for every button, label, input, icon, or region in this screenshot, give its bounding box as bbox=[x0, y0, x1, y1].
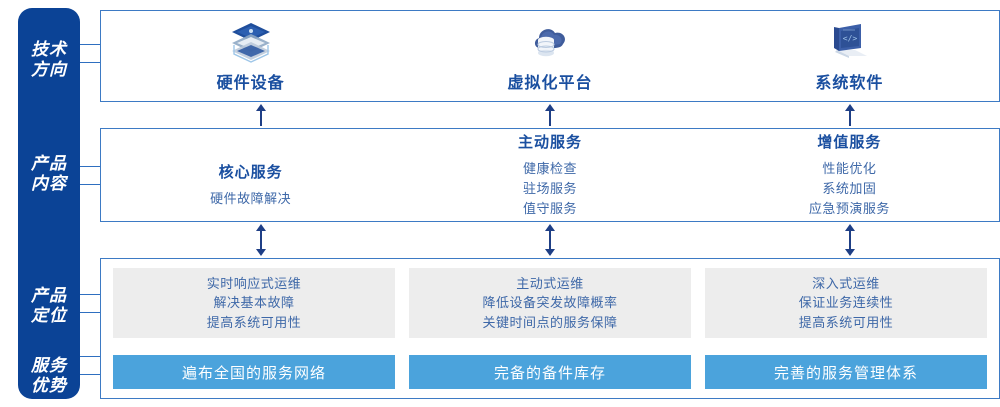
rail-item-product-position[interactable]: 产品 定位 bbox=[18, 276, 80, 336]
tech-direction-panel: 硬件设备 虚拟化平台 bbox=[100, 10, 1000, 102]
tech-column-system-software[interactable]: </> 系统软件 bbox=[700, 11, 999, 101]
position-line: 保证业务连续性 bbox=[798, 295, 894, 311]
connector-tech-top bbox=[80, 44, 100, 45]
service-title: 增值服务 bbox=[817, 133, 882, 151]
arrow-bidirectional-value-added bbox=[842, 224, 858, 256]
position-line: 主动式运维 bbox=[516, 275, 584, 291]
connector-content-top bbox=[80, 166, 100, 167]
tech-label: 系统软件 bbox=[815, 75, 884, 92]
service-line: 性能优化 bbox=[822, 160, 877, 176]
connector-content-bottom bbox=[80, 184, 100, 185]
position-box-realtime[interactable]: 实时响应式运维 解决基本故障 提高系统可用性 bbox=[113, 268, 395, 338]
arrow-up-virtualization bbox=[542, 104, 558, 126]
arrow-up-hardware bbox=[253, 104, 269, 126]
arrow-bidirectional-proactive bbox=[542, 224, 558, 256]
service-title: 核心服务 bbox=[218, 163, 283, 181]
position-box-row: 实时响应式运维 解决基本故障 提高系统可用性 主动式运维 降低设备突发故障概率 … bbox=[113, 268, 987, 338]
rail-label-line2: 定位 bbox=[31, 306, 67, 325]
advantage-bar-row: 遍布全国的服务网络 完备的备件库存 完善的服务管理体系 bbox=[113, 355, 987, 389]
tech-label: 虚拟化平台 bbox=[507, 75, 593, 92]
position-line: 降低设备突发故障概率 bbox=[482, 295, 618, 311]
rail-item-product-content[interactable]: 产品 内容 bbox=[18, 144, 80, 204]
arrow-bidirectional-core bbox=[253, 224, 269, 256]
rail-label-line2: 内容 bbox=[31, 174, 67, 193]
position-box-indepth[interactable]: 深入式运维 保证业务连续性 提高系统可用性 bbox=[705, 268, 987, 338]
rail-label-line2: 方向 bbox=[31, 60, 67, 79]
advantage-bar-spare-parts[interactable]: 完备的备件库存 bbox=[409, 355, 691, 389]
position-line: 解决基本故障 bbox=[213, 295, 295, 311]
rail-label-line1: 服务 bbox=[31, 355, 67, 375]
product-position-panel: 实时响应式运维 解决基本故障 提高系统可用性 主动式运维 降低设备突发故障概率 … bbox=[100, 258, 1000, 399]
rail-label-line1: 产品 bbox=[31, 285, 67, 305]
rail-label-line1: 技术 bbox=[31, 39, 67, 59]
position-line: 关键时间点的服务保障 bbox=[482, 314, 618, 330]
tech-column-hardware[interactable]: 硬件设备 bbox=[101, 11, 400, 101]
connector-position-bottom bbox=[80, 312, 100, 313]
service-title: 主动服务 bbox=[517, 133, 582, 151]
advantage-bar-management-system[interactable]: 完善的服务管理体系 bbox=[705, 355, 987, 389]
rail-item-service-advantage[interactable]: 服务 优势 bbox=[18, 346, 80, 406]
category-rail: 技术 方向 产品 内容 产品 定位 服务 优势 bbox=[18, 8, 80, 399]
rail-label-line1: 产品 bbox=[31, 153, 67, 173]
product-content-panel: 核心服务 硬件故障解决 主动服务 健康检查 驻场服务 值守服务 增值服务 性能优… bbox=[100, 128, 1000, 222]
tech-column-virtualization[interactable]: 虚拟化平台 bbox=[400, 11, 699, 101]
connector-advantage-bottom bbox=[80, 374, 100, 375]
content-column-proactive-service[interactable]: 主动服务 健康检查 驻场服务 值守服务 bbox=[400, 129, 699, 221]
service-line: 应急预演服务 bbox=[808, 201, 890, 217]
content-column-value-added-service[interactable]: 增值服务 性能优化 系统加固 应急预演服务 bbox=[700, 129, 999, 221]
position-line: 提高系统可用性 bbox=[798, 314, 894, 330]
advantage-bar-service-network[interactable]: 遍布全国的服务网络 bbox=[113, 355, 395, 389]
svg-text:</>: </> bbox=[843, 34, 858, 43]
content-column-core-service[interactable]: 核心服务 硬件故障解决 bbox=[101, 129, 400, 221]
service-line: 驻场服务 bbox=[522, 180, 577, 196]
position-box-proactive[interactable]: 主动式运维 降低设备突发故障概率 关键时间点的服务保障 bbox=[409, 268, 691, 338]
position-line: 深入式运维 bbox=[812, 275, 880, 291]
server-stack-icon bbox=[223, 19, 279, 65]
rail-label-line2: 优势 bbox=[31, 376, 67, 395]
service-line: 系统加固 bbox=[822, 180, 877, 196]
service-line: 值守服务 bbox=[522, 201, 577, 217]
laptop-code-icon: </> bbox=[821, 19, 877, 65]
tech-label: 硬件设备 bbox=[216, 75, 285, 92]
rail-item-tech-direction[interactable]: 技术 方向 bbox=[18, 30, 80, 90]
position-line: 实时响应式运维 bbox=[206, 275, 302, 291]
arrow-up-system-software bbox=[842, 104, 858, 126]
service-line: 硬件故障解决 bbox=[210, 190, 292, 206]
position-line: 提高系统可用性 bbox=[206, 314, 302, 330]
connector-advantage-top bbox=[80, 356, 100, 357]
cloud-database-icon bbox=[522, 19, 578, 65]
service-line: 健康检查 bbox=[522, 160, 577, 176]
connector-position-top bbox=[80, 294, 100, 295]
connector-tech-bottom bbox=[80, 62, 100, 63]
